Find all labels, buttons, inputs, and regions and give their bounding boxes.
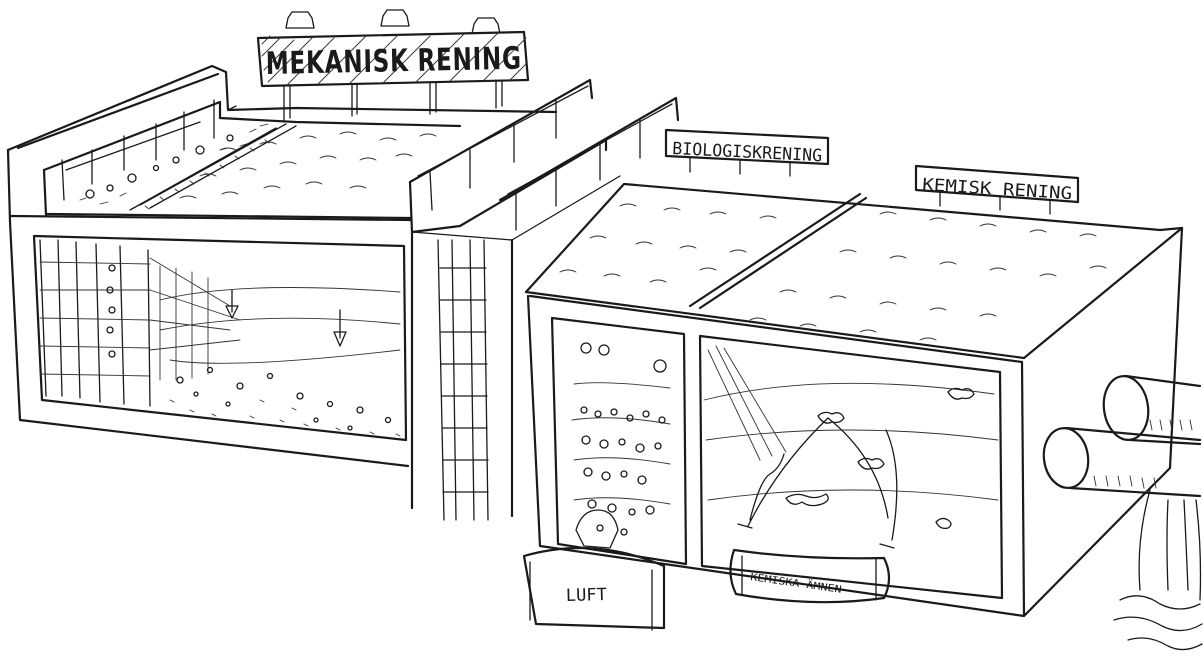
surface-debris — [79, 123, 269, 205]
ladder — [437, 239, 489, 521]
settling-arrows — [225, 289, 347, 347]
chemical-reaction — [703, 345, 999, 549]
chemical-water-surface — [749, 211, 1107, 341]
biological-sign: BIOLOGISKRENING — [664, 128, 830, 177]
outflow-pipes — [1042, 374, 1203, 651]
air-tank: LUFT — [522, 509, 666, 631]
chemical-sign: KEMISK RENING — [914, 164, 1080, 215]
bio-chem-tank — [524, 182, 1184, 618]
air-tank-label: LUFT — [566, 585, 607, 606]
sediment — [169, 366, 401, 437]
microorganisms — [571, 342, 671, 536]
mechanical-tank — [6, 64, 558, 468]
mechanical-sign-text: MEKANISK RENING — [265, 41, 522, 82]
chemicals-tank: KEMISKA ÄMNEN — [729, 548, 891, 604]
mechanical-water-surface — [179, 131, 437, 199]
walkway — [408, 78, 680, 521]
sign-lamps — [285, 9, 501, 35]
bar-screen — [39, 239, 241, 407]
chemicals-tank-label: KEMISKA ÄMNEN — [750, 570, 843, 596]
biological-water-surface — [559, 203, 777, 283]
mechanical-sign: MEKANISK RENING — [256, 9, 530, 121]
